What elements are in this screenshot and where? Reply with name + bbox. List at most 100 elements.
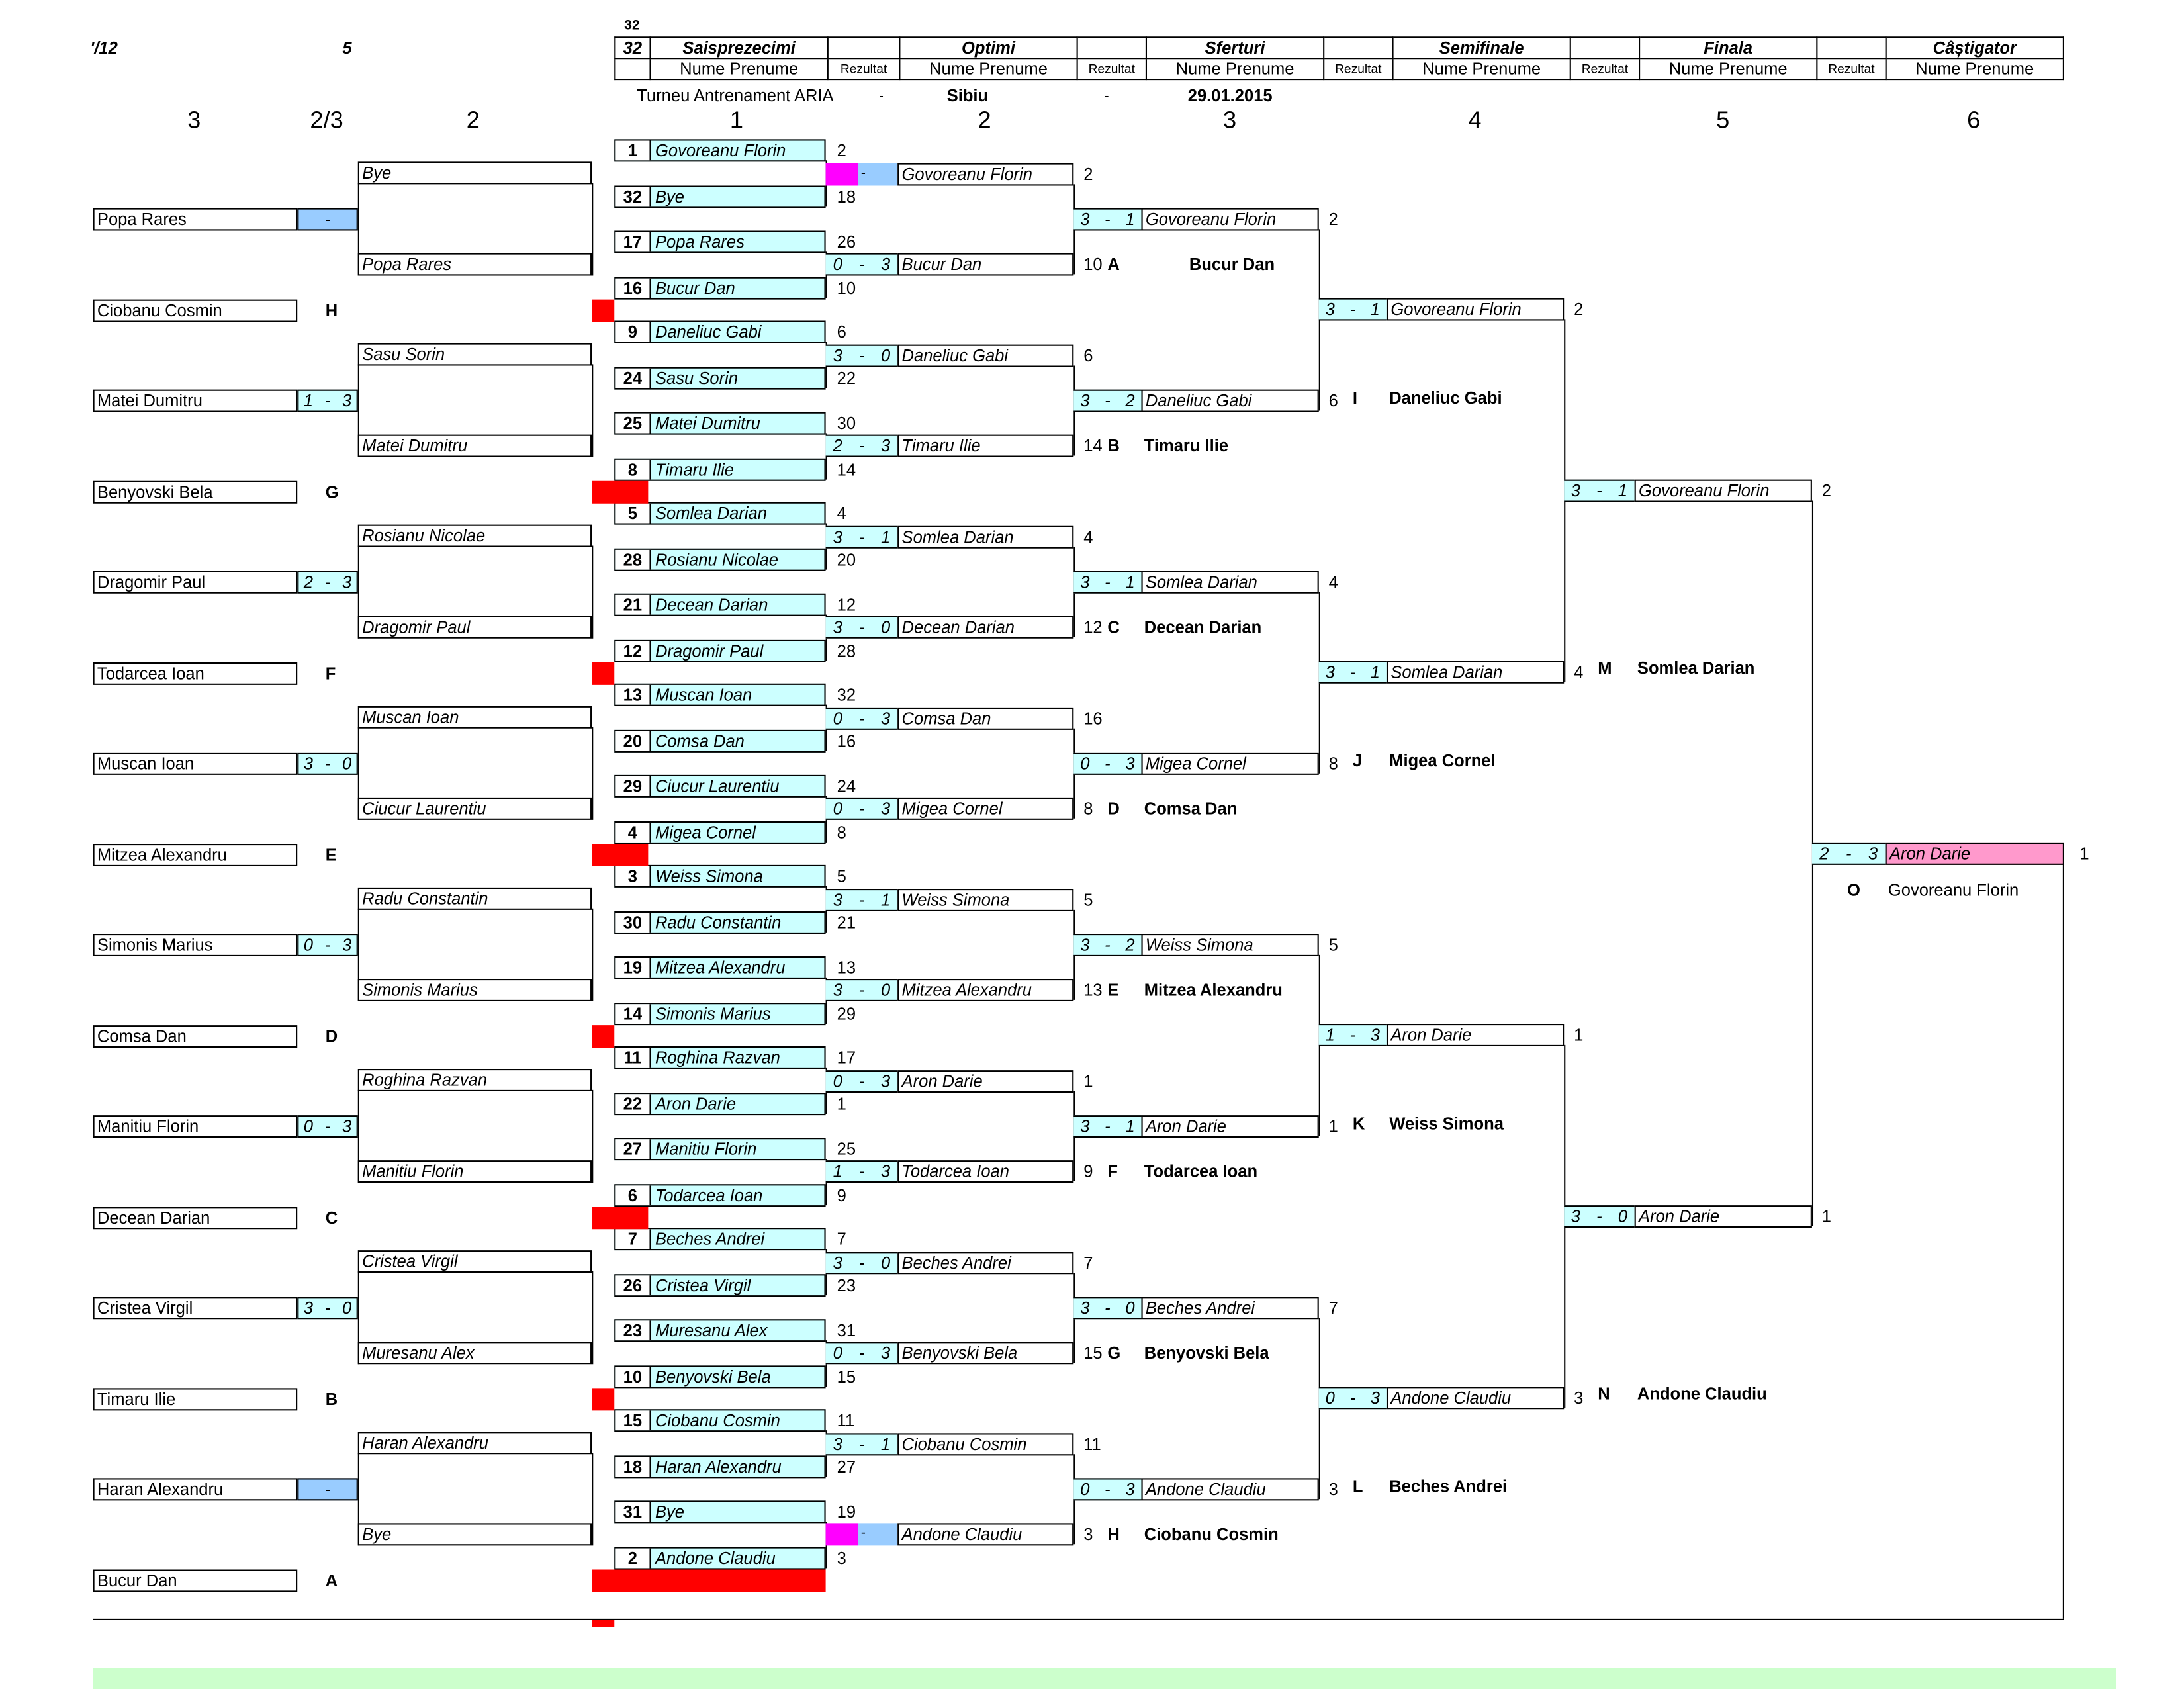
score-part: -: [858, 799, 865, 819]
player-name: Rosianu Nicolae: [655, 549, 779, 570]
score-part: [298, 1480, 318, 1500]
loser-name: Todarcea Ioan: [1144, 1162, 1258, 1181]
repechage-score: 0-3: [297, 1115, 358, 1138]
player-name: Bye: [655, 1501, 685, 1522]
match-score: 3-1: [1318, 661, 1387, 684]
score-part: 1: [303, 391, 314, 412]
match-score: 3-1: [825, 525, 898, 548]
score-part: 2: [303, 572, 314, 593]
player-rank: 31: [837, 1320, 856, 1340]
name-col-label: Nume Prenume: [649, 58, 829, 81]
player-rank: 1: [1328, 1116, 1338, 1136]
player-rank: 15: [1083, 1343, 1103, 1363]
score-part: 3: [1125, 753, 1135, 774]
score-part: -: [324, 935, 331, 956]
seed-number: 6: [615, 1185, 651, 1205]
result-col-label: Rezultat: [1076, 58, 1148, 81]
r4-winner: Andone Claudiu: [1386, 1387, 1565, 1410]
player-name: Timaru Ilie: [655, 459, 735, 479]
score-part: 3: [880, 1343, 891, 1363]
repechage-letter-entry: Timaru Ilie: [93, 1387, 298, 1410]
bracket-line: [592, 364, 594, 457]
repechage-entry: Sasu Sorin: [357, 343, 592, 366]
score-part: -: [1596, 481, 1602, 502]
seed-number: 25: [615, 412, 651, 433]
score-part: 3: [1570, 1207, 1581, 1227]
repechage-entry: Haran Alexandru: [357, 1432, 592, 1455]
player-rank: 9: [1083, 1162, 1093, 1181]
repechage-letter: C: [325, 1207, 338, 1228]
player-rank: 25: [837, 1138, 856, 1158]
seed-number: 22: [615, 1094, 651, 1114]
loser-letter: F: [1107, 1162, 1118, 1181]
player-name: Cristea Virgil: [655, 1275, 751, 1296]
name-col-label: Nume Prenume: [1639, 58, 1818, 81]
match-score: 0-3: [1073, 752, 1142, 775]
r3-winner: Somlea Darian: [1141, 571, 1319, 594]
round-header-r4: Semifinale: [1392, 36, 1571, 60]
result-col-label: Rezultat: [827, 58, 901, 81]
repechage-entry: Simonis Marius: [357, 978, 592, 1001]
runner-up-name: Govoreanu Florin: [1888, 880, 2019, 901]
rounds-header: 32 Saisprezecimi Optimi Sferturi Semifin…: [614, 36, 2064, 81]
match-score: 3-0: [1073, 1296, 1142, 1319]
score-part: -: [324, 1480, 331, 1500]
loser-letter: C: [1107, 617, 1120, 637]
player-rank: 29: [837, 1003, 856, 1023]
r3-winner: Govoreanu Florin: [1141, 207, 1319, 230]
player-rank: 14: [1083, 435, 1103, 456]
repechage-entry: Manitiu Florin: [357, 1160, 592, 1183]
repechage-score: -: [297, 208, 358, 232]
r4-winner: Somlea Darian: [1386, 661, 1565, 684]
col-number: 2/3: [310, 107, 343, 134]
player-rank: 10: [1083, 254, 1103, 275]
bracket-line: [357, 545, 359, 638]
score-part: 3: [341, 1117, 352, 1137]
loser-letter: A: [1107, 254, 1120, 275]
player-name: Dragomir Paul: [655, 640, 764, 661]
player-name: Simonis Marius: [655, 1003, 771, 1023]
score-part: 3: [1080, 390, 1090, 410]
score-part: -: [324, 754, 331, 774]
bracket-line: [357, 1271, 359, 1364]
round-header-r2: Optimi: [899, 36, 1078, 60]
player-rank: 8: [1083, 799, 1093, 819]
loser-name: Daneliuc Gabi: [1389, 387, 1502, 408]
score-part: 3: [1868, 844, 1878, 864]
score-part: -: [324, 1117, 331, 1137]
repechage-letter-entry: Comsa Dan: [93, 1025, 298, 1048]
score-part: 0: [833, 1071, 842, 1091]
r2-winner: Andone Claudiu: [897, 1523, 1074, 1546]
player-name: Radu Constantin: [655, 913, 782, 933]
score-part: 1: [1370, 300, 1381, 320]
seed-number: 15: [615, 1410, 651, 1431]
seed-number: 4: [615, 822, 651, 842]
bracket-line: [592, 1271, 594, 1364]
repechage-letter: H: [325, 300, 338, 320]
player-rank: 4: [1083, 526, 1093, 547]
score-part: 0: [1125, 1297, 1135, 1318]
col-number: 3: [187, 107, 201, 134]
bye-marker: [825, 162, 858, 185]
player-rank: 20: [837, 549, 856, 570]
tournament-name: Turneu Antrenament ARIA: [637, 85, 834, 106]
r2-winner: Timaru Ilie: [897, 434, 1074, 457]
loser-letter: J: [1352, 751, 1363, 770]
score-part: 1: [1617, 481, 1628, 502]
r2-winner: Benyovski Bela: [897, 1342, 1074, 1365]
score-part: 1: [833, 1162, 842, 1181]
col-number: 2: [978, 107, 991, 134]
loser-name: Andone Claudiu: [1637, 1384, 1767, 1404]
r3-winner: Migea Cornel: [1141, 752, 1319, 775]
repechage-letter-entry: Benyovski Bela: [93, 480, 298, 503]
name-col-label: Nume Prenume: [899, 58, 1078, 81]
match-score: 0-3: [825, 1070, 898, 1093]
